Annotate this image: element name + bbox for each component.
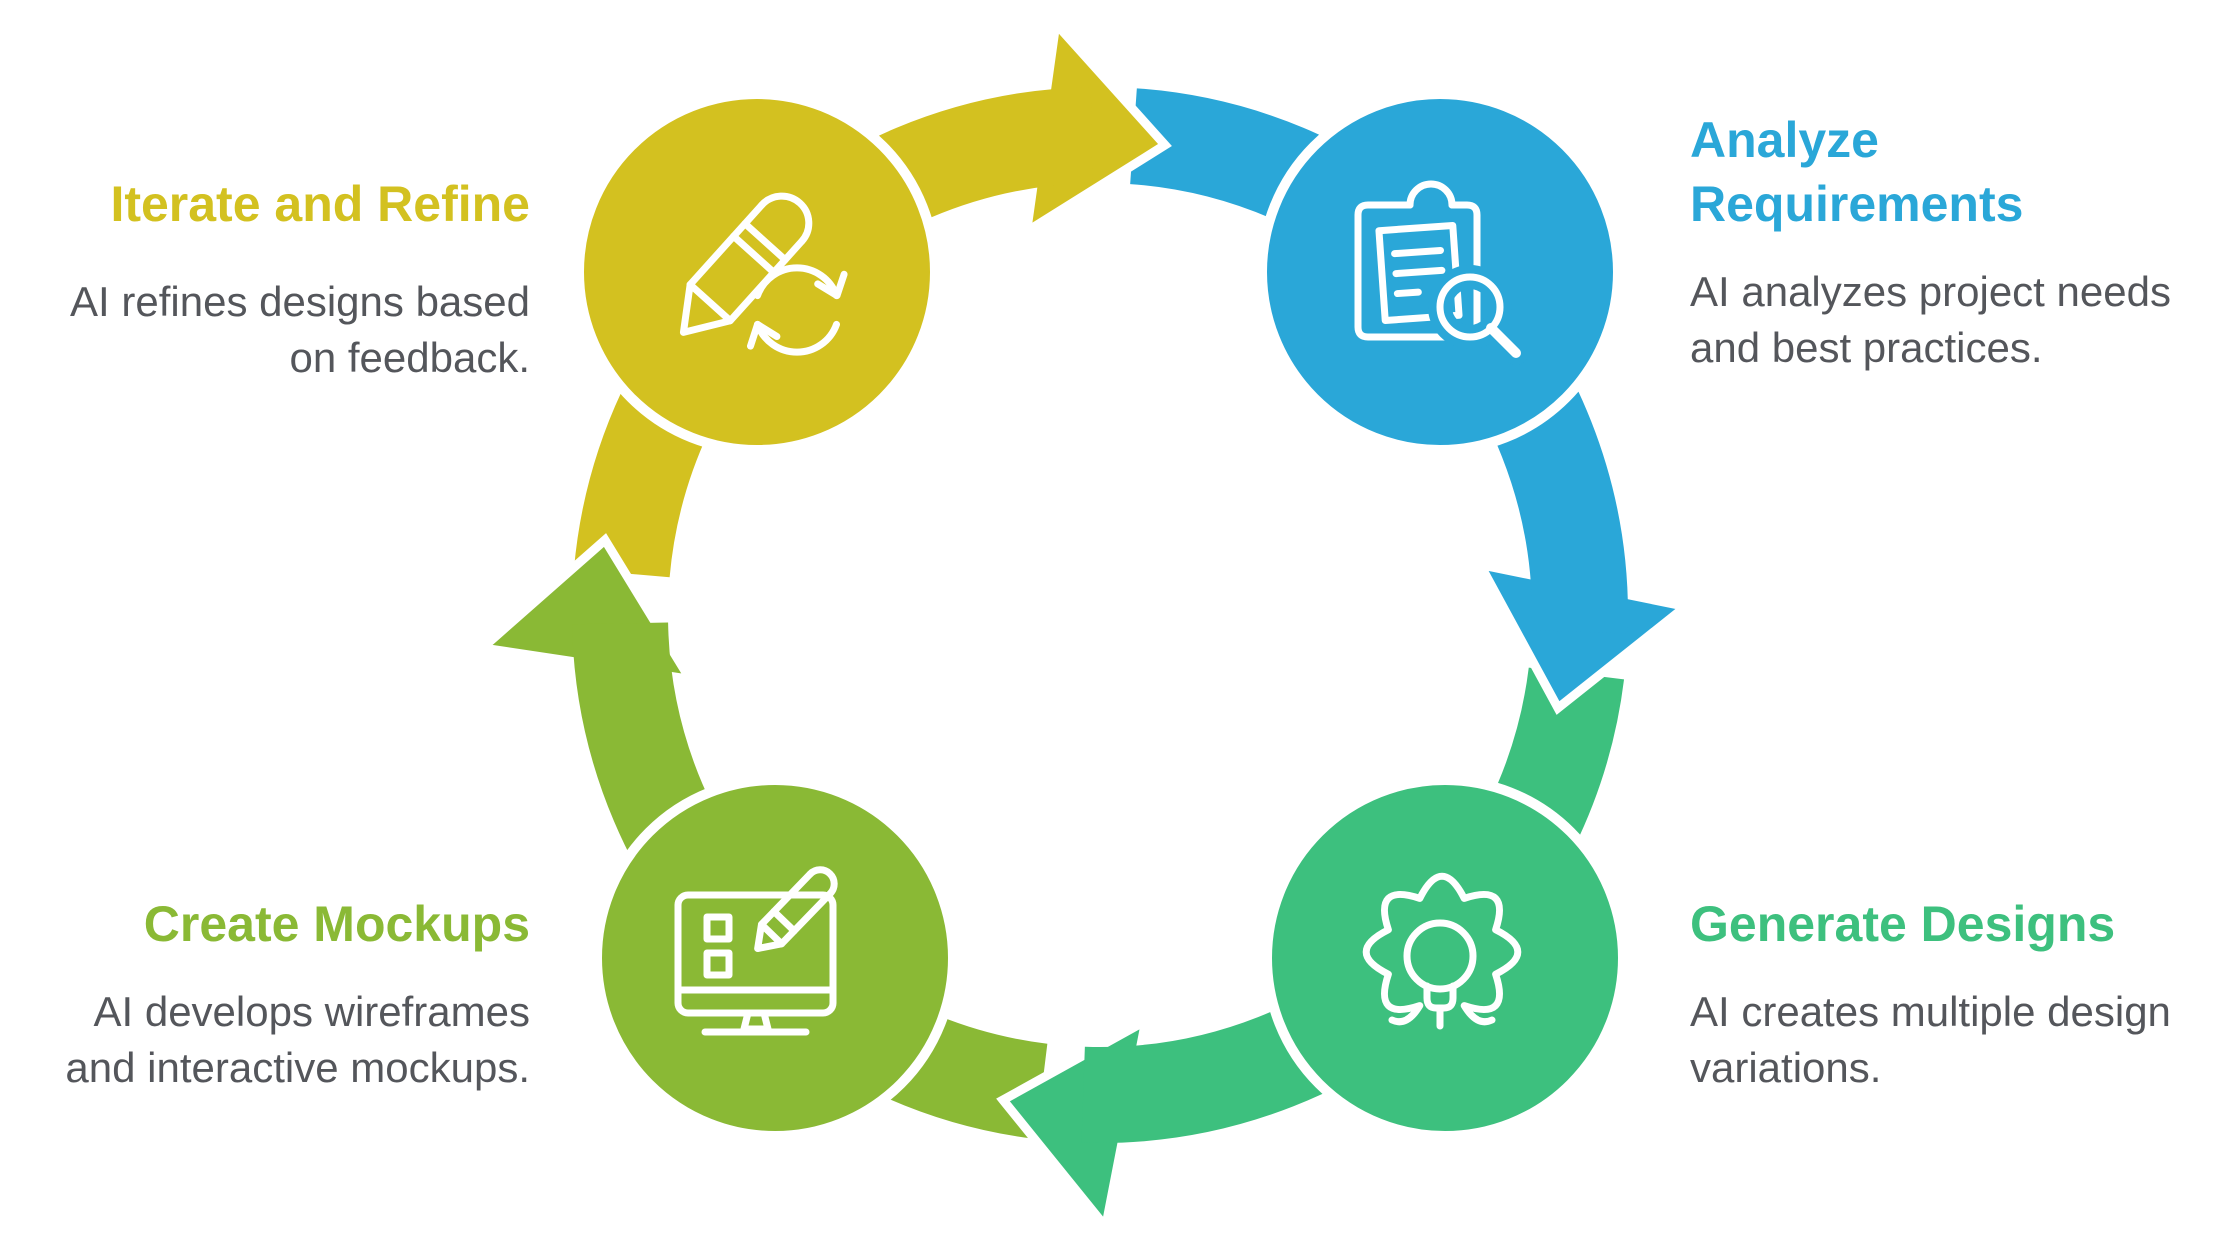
gear-outline xyxy=(1362,872,1522,1026)
step-create-mockups: Create Mockups AI develops wireframes an… xyxy=(50,892,530,1096)
step-description-generate-designs: AI creates multiple design variations. xyxy=(1690,988,2171,1091)
small-pencil-icon xyxy=(754,866,838,953)
magnifier-icon xyxy=(1428,265,1528,365)
checkbox-square-1 xyxy=(703,913,733,943)
step-circle-mockups xyxy=(592,775,958,1141)
step-title-analyze-requirements: Analyze Requirements xyxy=(1690,112,2024,232)
step-title-create-mockups: Create Mockups xyxy=(143,896,530,952)
clipboard-clip xyxy=(1406,180,1456,209)
refresh-icon xyxy=(747,264,848,356)
step-description-create-mockups: AI develops wireframes and interactive m… xyxy=(65,988,530,1091)
step-description-analyze-requirements: AI analyzes project needs and best pract… xyxy=(1690,268,2171,371)
monitor-screen xyxy=(674,891,837,1017)
monitor-pencil-icon xyxy=(674,866,838,1036)
step-iterate-and-refine: Iterate and Refine AI refines designs ba… xyxy=(60,172,530,386)
lightbulb-icon xyxy=(1403,919,1477,1030)
step-title-generate-designs: Generate Designs xyxy=(1690,896,2116,952)
step-analyze-requirements: Analyze Requirements AI analyzes project… xyxy=(1690,108,2210,376)
step-circle-iterate xyxy=(574,89,940,455)
step-generate-designs: Generate Designs AI creates multiple des… xyxy=(1690,892,2220,1096)
step-title-iterate-and-refine: Iterate and Refine xyxy=(110,176,530,232)
checkbox-square-2 xyxy=(703,949,733,979)
clipboard-outline xyxy=(1354,201,1481,341)
gear-lightbulb-icon xyxy=(1362,872,1522,1030)
step-description-iterate-and-refine: AI refines designs based on feedback. xyxy=(70,278,530,381)
clipboard-sheet xyxy=(1375,222,1463,324)
clipboard-search-icon xyxy=(1354,180,1528,365)
step-circle-generate xyxy=(1262,775,1628,1141)
pencil-refresh-icon xyxy=(679,192,848,356)
step-circles xyxy=(574,89,1628,1141)
